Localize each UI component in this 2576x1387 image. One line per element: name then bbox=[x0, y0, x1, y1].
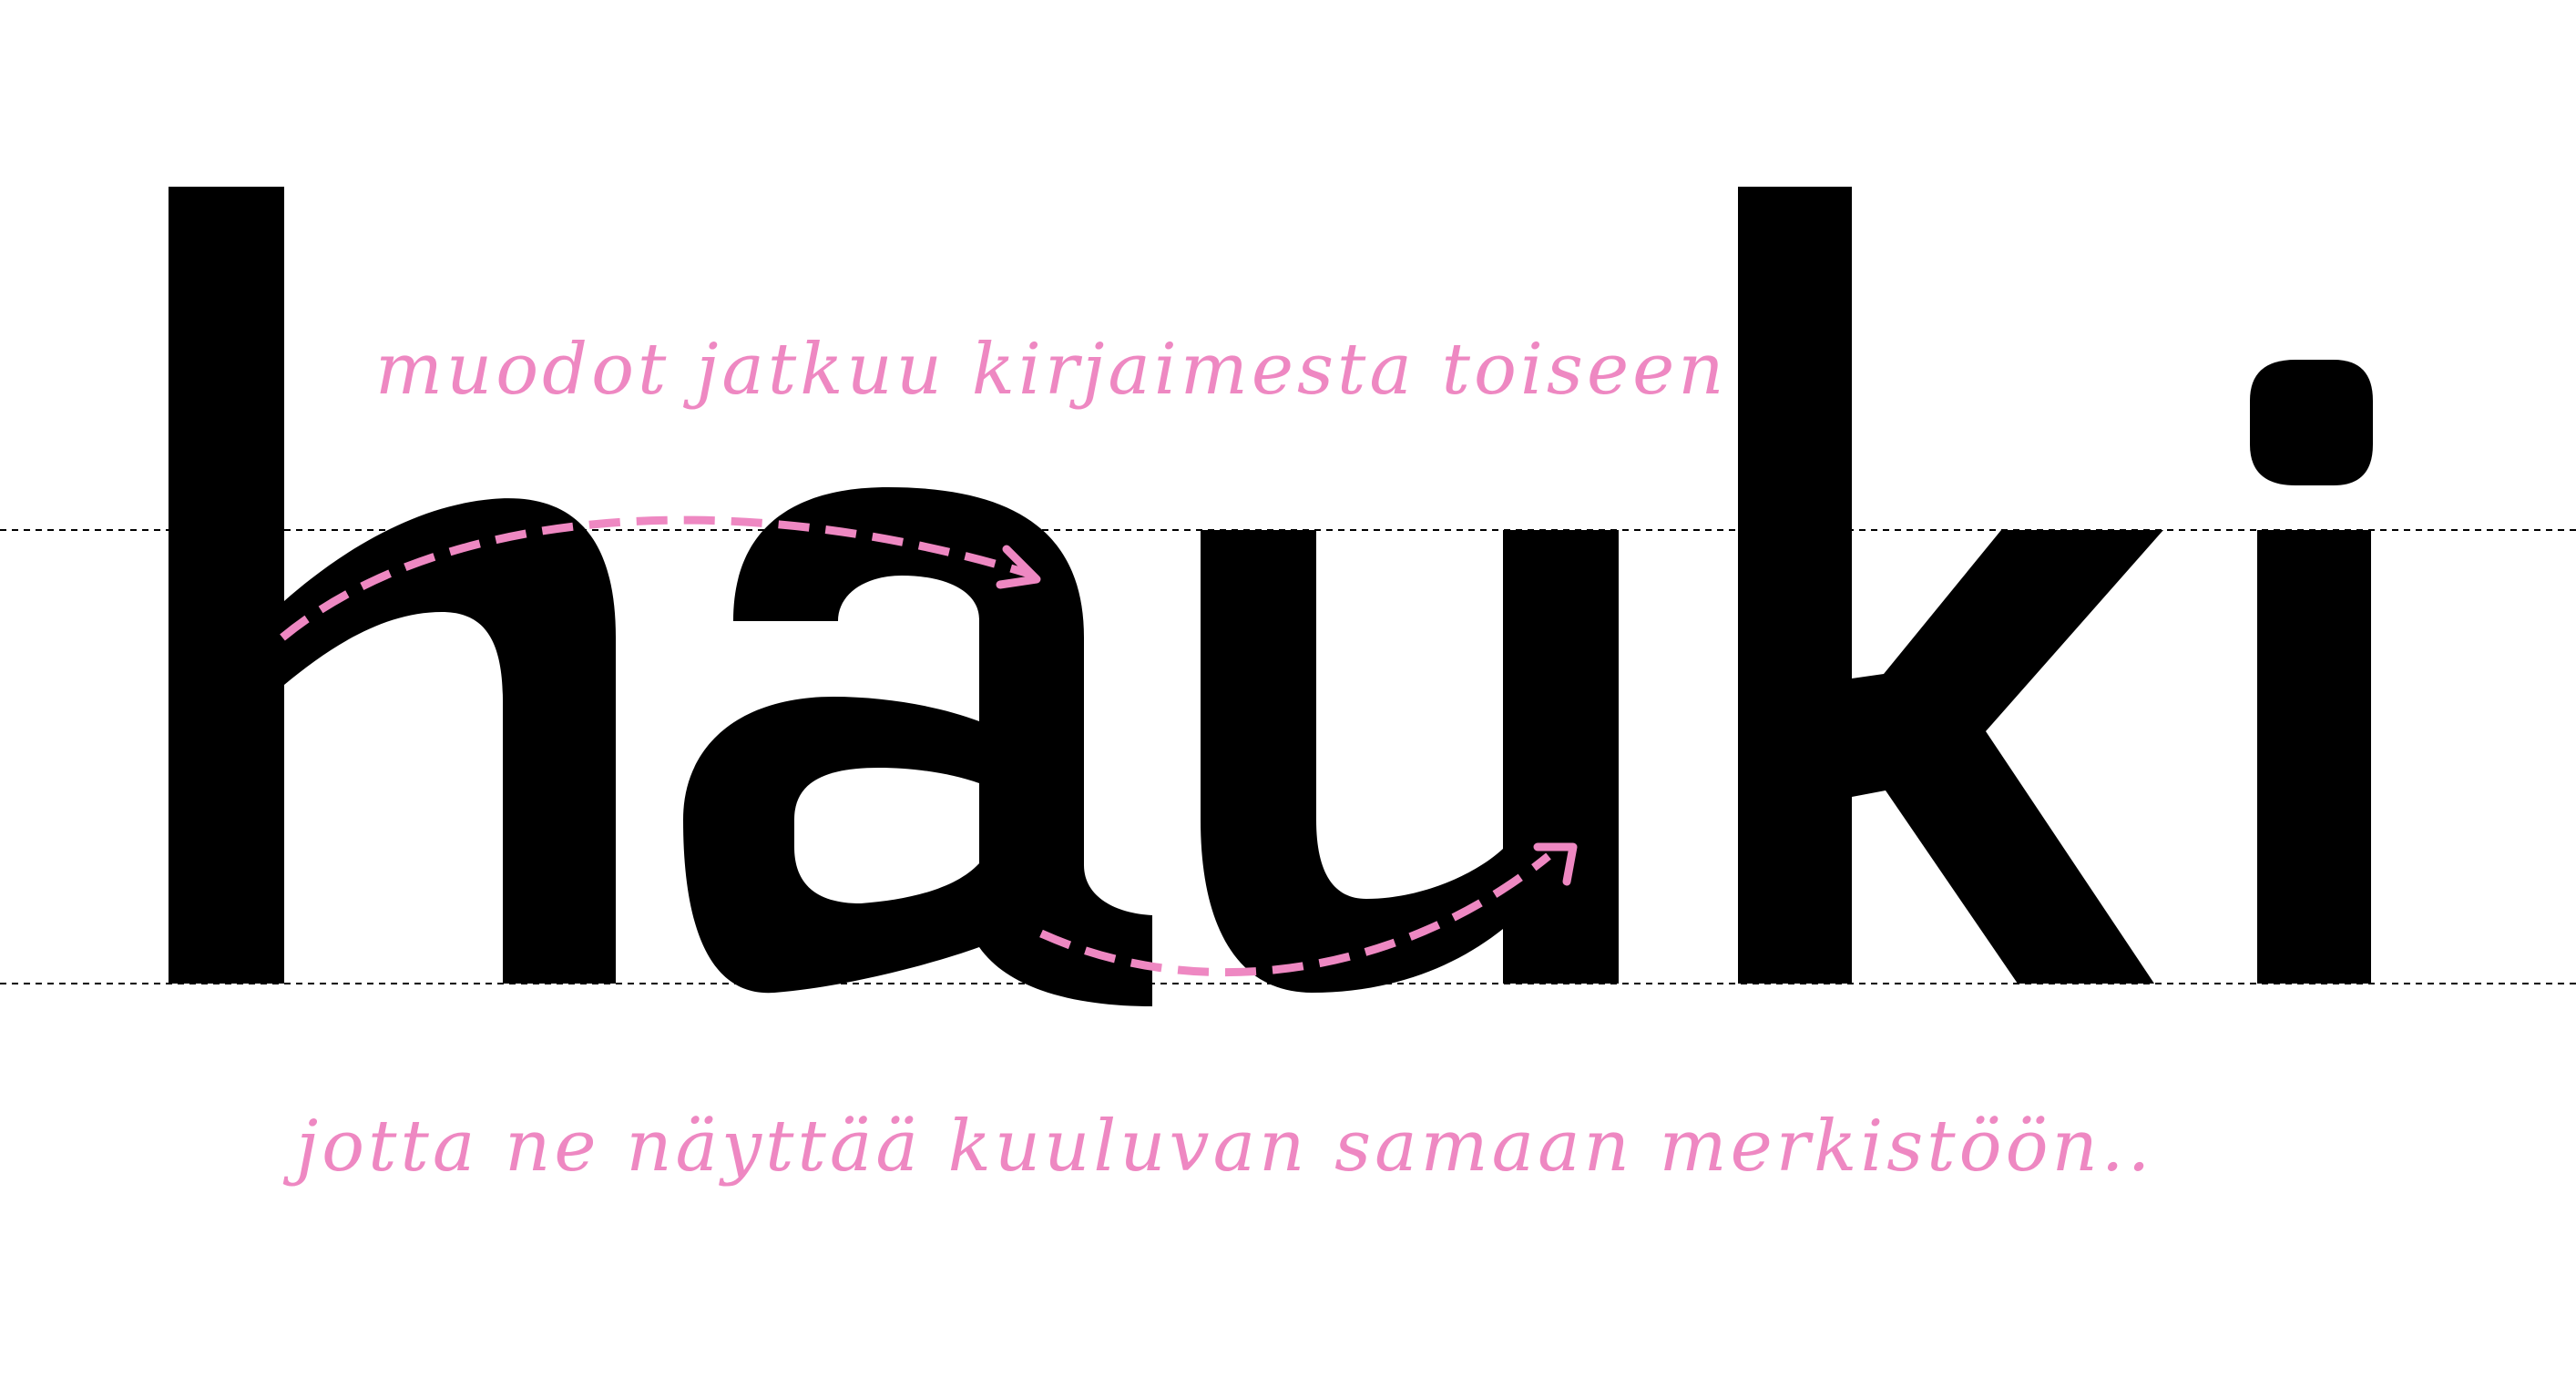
letter-a bbox=[683, 487, 1152, 1006]
letter-u bbox=[1201, 530, 1619, 993]
top-annotation: muodot jatkuu kirjaimesta toiseen bbox=[375, 329, 1728, 411]
letter-h bbox=[169, 187, 616, 984]
bottom-annotation: jotta ne näyttää kuuluvan samaan merkist… bbox=[282, 1106, 2153, 1188]
letter-k bbox=[1738, 187, 2163, 984]
dashed-arrow-icon bbox=[280, 515, 1041, 641]
letter-i bbox=[2250, 360, 2373, 984]
dashed-arrow-icon bbox=[1039, 842, 1578, 977]
